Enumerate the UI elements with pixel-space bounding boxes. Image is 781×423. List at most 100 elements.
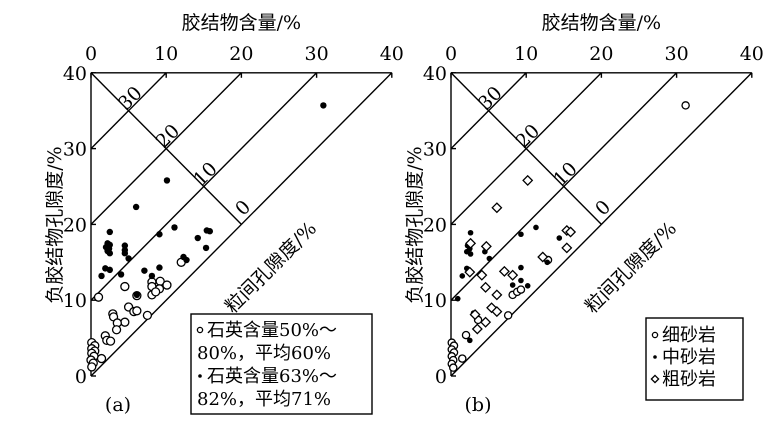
- legend-label: 中砂岩: [662, 347, 716, 368]
- data-point: [87, 362, 97, 372]
- y-tick-label: 0: [435, 366, 447, 388]
- panel-label: (b): [465, 394, 492, 416]
- data-point: [320, 102, 327, 109]
- data-point: [132, 203, 140, 211]
- data-point: [120, 281, 130, 292]
- intergranular-tick-label: 0: [591, 196, 615, 220]
- x-axis-title: 胶结物含量/%: [542, 12, 661, 34]
- data-point: [96, 353, 107, 364]
- data-point: [105, 336, 116, 346]
- data-point: [467, 337, 473, 344]
- data-point: [681, 101, 690, 110]
- data-point: [194, 234, 201, 242]
- data-point: [537, 251, 549, 263]
- data-point: [503, 311, 513, 320]
- data-point: [486, 255, 493, 262]
- data-point: [458, 354, 467, 363]
- data-point: [498, 265, 510, 277]
- data-point: [565, 226, 577, 238]
- legend-marker: [651, 331, 659, 339]
- y-tick-label: 10: [423, 290, 447, 312]
- data-point: [142, 310, 153, 321]
- data-point: [518, 231, 524, 238]
- data-point: [98, 272, 105, 280]
- data-point: [544, 259, 551, 266]
- data-point: [206, 228, 214, 235]
- data-point: [461, 330, 471, 340]
- diagonal-axis-title: 粒间孔隙度/%: [581, 218, 681, 318]
- intergranular-tick-label: 20: [512, 120, 545, 153]
- legend-marker: [653, 355, 657, 359]
- data-point: [121, 242, 129, 249]
- data-point: [111, 325, 122, 335]
- y-tick-label: 40: [423, 63, 447, 85]
- data-point: [121, 250, 129, 257]
- intergranular-tick-label: 0: [231, 196, 255, 220]
- y-tick-label: 30: [63, 139, 87, 161]
- legend-label: 82%，平均71%: [197, 389, 331, 410]
- data-point: [469, 309, 481, 321]
- series-0: [86, 257, 186, 372]
- intergranular-scale-line: [450, 72, 602, 225]
- x-tick-label: 30: [665, 43, 689, 65]
- y-tick-label: 20: [63, 214, 87, 236]
- legend-marker: [196, 326, 204, 334]
- data-point: [464, 266, 476, 278]
- data-point: [459, 273, 466, 279]
- legend-box: [645, 317, 744, 401]
- data-point: [465, 237, 477, 249]
- data-point: [148, 272, 156, 280]
- data-point: [491, 289, 503, 301]
- data-point: [125, 255, 132, 262]
- data-point: [486, 302, 498, 314]
- data-point: [93, 292, 104, 302]
- data-point: [518, 264, 524, 271]
- data-point: [156, 231, 163, 238]
- y-tick-label: 0: [75, 366, 87, 388]
- y-axis-title: 负胶结物孔隙度/%: [44, 146, 66, 303]
- x-tick-label: 40: [380, 43, 404, 65]
- data-point: [156, 264, 163, 271]
- data-point: [480, 316, 492, 328]
- intergranular-scale-line: [90, 72, 242, 225]
- data-point: [106, 228, 114, 236]
- data-point: [516, 285, 526, 294]
- legend-marker: [650, 374, 660, 384]
- panel-b: 0010102020303040403020100胶结物含量/%负胶结物孔隙度/…: [404, 12, 764, 416]
- legend-marker: [198, 374, 202, 378]
- series-1: [454, 224, 563, 344]
- y-tick-label: 40: [63, 63, 87, 85]
- intergranular-tick-label: 30: [474, 82, 507, 115]
- legend-label: 80%，平均60%: [197, 343, 331, 364]
- data-point: [133, 291, 141, 299]
- legend-label: 石英含量63%～: [207, 366, 337, 387]
- data-point: [509, 282, 516, 288]
- data-point: [449, 363, 458, 372]
- data-point: [171, 224, 178, 231]
- intergranular-tick-label: 20: [152, 120, 185, 153]
- series-1: [98, 102, 327, 299]
- x-tick-label: 10: [514, 43, 538, 65]
- data-point: [507, 269, 519, 281]
- x-tick-label: 30: [305, 43, 329, 65]
- data-point: [454, 295, 461, 302]
- data-point: [467, 251, 474, 257]
- data-point: [162, 280, 172, 290]
- data-point: [467, 229, 474, 236]
- data-point: [106, 266, 114, 274]
- data-point: [533, 224, 539, 231]
- data-point: [522, 174, 534, 186]
- data-point: [480, 240, 492, 252]
- diagonal-axis-title: 粒间孔隙度/%: [221, 218, 321, 318]
- data-point: [120, 317, 130, 327]
- legend-label: 细砂岩: [662, 325, 716, 346]
- legend-label: 粗砂岩: [662, 369, 716, 390]
- data-point: [141, 267, 148, 274]
- x-axis-title: 胶结物含量/%: [182, 12, 301, 34]
- x-tick-label: 20: [229, 43, 253, 65]
- intergranular-tick-label: 10: [189, 158, 222, 191]
- data-point: [163, 177, 171, 184]
- x-tick-label: 40: [740, 43, 764, 65]
- data-point: [556, 235, 563, 241]
- data-point: [561, 242, 573, 254]
